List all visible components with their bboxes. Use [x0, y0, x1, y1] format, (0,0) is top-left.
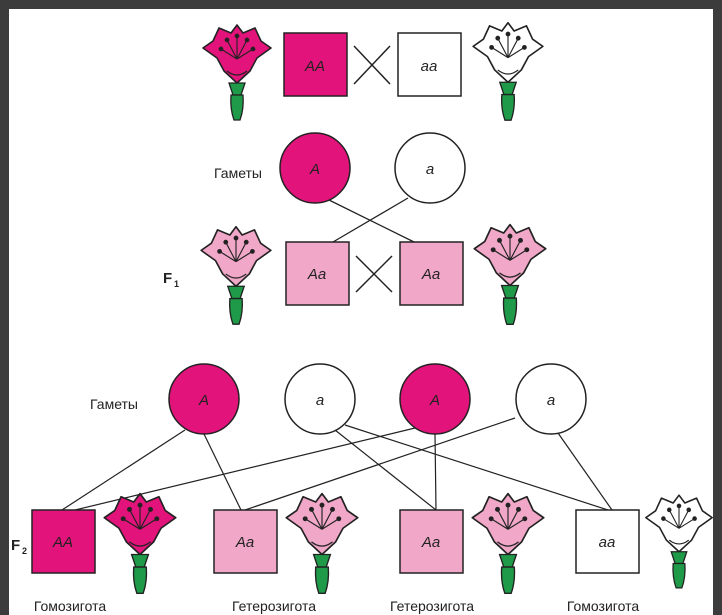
gamete-label: A: [198, 392, 209, 409]
f2-offspring-square: [31, 509, 96, 574]
f2-label: F: [11, 537, 20, 554]
white-flower-icon: [472, 21, 544, 122]
pink-flower-icon: [285, 492, 359, 595]
pink-flower-icon: [200, 225, 272, 326]
gamete-recessive-circle: [284, 363, 356, 435]
f1-left-genotype: Aa: [307, 266, 326, 283]
parents-row: AA aa: [202, 21, 544, 122]
parent-right-genotype: aa: [421, 58, 438, 75]
magenta-flower-icon: [103, 492, 177, 595]
f1-left-square: [285, 241, 350, 306]
gamete-label: A: [309, 161, 320, 178]
f2-genotype: AA: [52, 534, 73, 551]
f2-offspring-square: [399, 509, 464, 574]
gametes-p-row: Гаметы A a: [214, 132, 466, 243]
cross-line: [328, 199, 415, 243]
gametes-f1-row: Гаметы A a A a: [90, 363, 587, 435]
f2-genotype: aa: [599, 534, 616, 551]
gamete-label: a: [316, 392, 324, 409]
gamete-dominant-circle: [279, 132, 351, 204]
f2-caption: Гетерозигота: [232, 598, 316, 614]
punnett-lines: [61, 417, 613, 511]
f2-label-sub: 2: [22, 546, 27, 556]
f2-offspring-square: [213, 509, 278, 574]
f1-row: F 1 Aa Aa: [163, 223, 547, 326]
parent-aa-recessive-square: [397, 32, 462, 97]
cross-icon: [353, 45, 391, 85]
f2-genotype: Aa: [235, 534, 254, 551]
pink-flower-icon: [473, 223, 547, 326]
f1-right-genotype: Aa: [421, 266, 440, 283]
gamete-label: a: [547, 392, 555, 409]
parent-left-genotype: AA: [304, 58, 325, 75]
f1-label-sub: 1: [174, 279, 179, 289]
gametes-label: Гаметы: [214, 165, 262, 181]
gamete-label: A: [429, 392, 440, 409]
f2-genotype: Aa: [421, 534, 440, 551]
gamete-recessive-circle: [394, 132, 466, 204]
cross-icon: [355, 255, 393, 293]
pink-flower-icon: [471, 492, 545, 595]
f1-right-square: [399, 241, 464, 306]
f2-caption: Гетерозигота: [390, 598, 474, 614]
f2-caption: Гомозигота: [567, 598, 639, 614]
f2-offspring-square: [575, 509, 640, 574]
cross-line: [332, 197, 409, 243]
magenta-flower-icon: [202, 24, 272, 121]
gametes-label: Гаметы: [90, 396, 138, 412]
f2-caption: Гомозигота: [34, 598, 106, 614]
parent-aa-dominant-square: [283, 32, 348, 97]
gamete-recessive-circle: [515, 363, 587, 435]
f1-label: F: [163, 270, 172, 287]
white-flower-icon: [644, 494, 714, 589]
gamete-label: a: [426, 161, 434, 178]
f2-row: F 2 AA Гомозигота Aa Гетерозигота Aa Гет…: [11, 492, 714, 614]
